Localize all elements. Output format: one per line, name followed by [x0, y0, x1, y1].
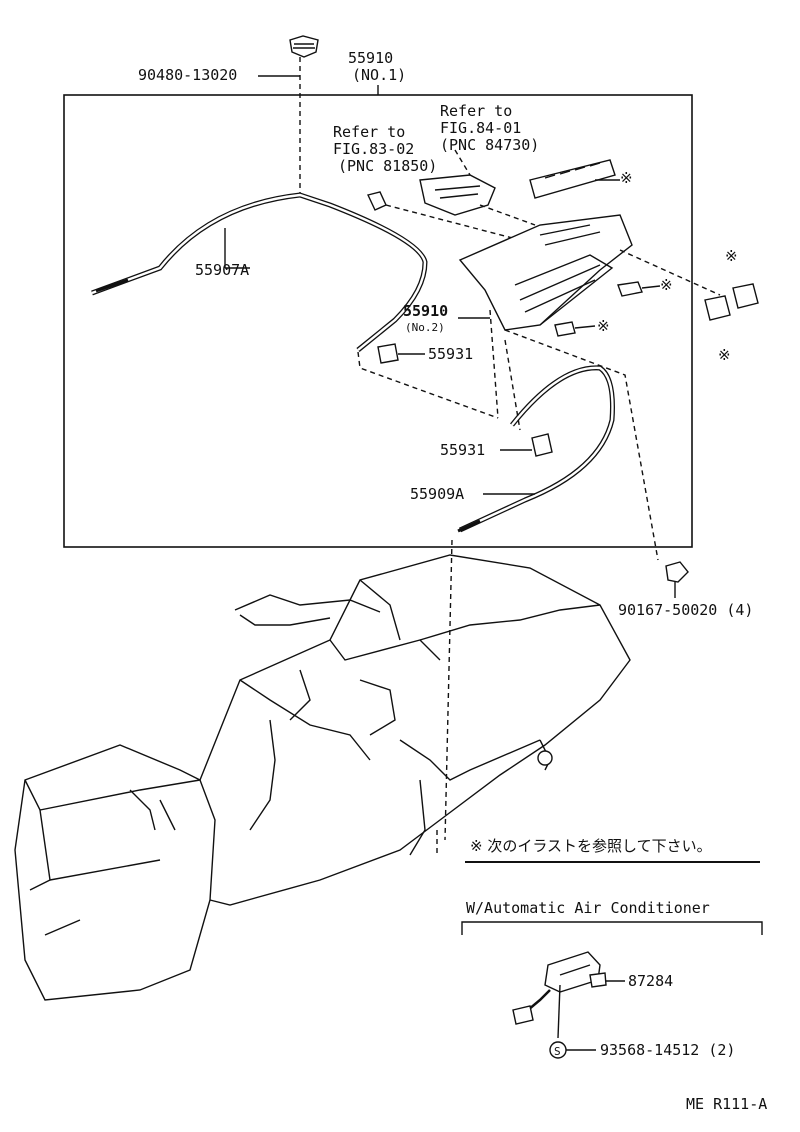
button-b-icon: [732, 283, 759, 309]
mark-4: ※: [725, 247, 738, 265]
auto-ac-title: W/Automatic Air Conditioner: [466, 899, 710, 917]
knob-right-icon: [617, 281, 643, 297]
screw-s-tag: S: [554, 1045, 561, 1058]
ref1-line2: FIG.84-01: [440, 119, 522, 137]
auto-ac-bracket: [461, 921, 763, 935]
label-55910-no1-sub: (NO.1): [352, 66, 407, 84]
label-93568: 93568-14512 (2): [600, 1041, 736, 1059]
ref2-line1: Refer to: [333, 123, 406, 141]
ref1-line3: (PNC 84730): [440, 136, 540, 154]
label-clamp-lower: 55931: [440, 441, 486, 459]
label-screw-right: 90167-50020 (4): [618, 601, 754, 619]
heater-unit-icon: [14, 554, 631, 1001]
label-55910-no1: 55910: [348, 49, 394, 67]
button-a-icon: [704, 295, 731, 321]
label-55910-no2-sub: (No.2): [405, 321, 445, 334]
screw-right-icon: [665, 561, 689, 583]
ref2-line3: (PNC 81850): [338, 157, 438, 175]
mark-2: ※: [660, 276, 673, 294]
cable-55907a: [91, 192, 428, 352]
label-55907a: 55907A: [195, 261, 250, 279]
ref2-line2: FIG.83-02: [333, 140, 415, 158]
label-screw-top: 90480-13020: [138, 66, 238, 84]
mark-3: ※: [597, 317, 610, 335]
label-87284: 87284: [628, 972, 674, 990]
ref-part-b: [367, 191, 387, 211]
knob-bottom-icon: [554, 321, 576, 337]
screw-top-icon: [289, 35, 319, 195]
ref-part-a: [419, 174, 496, 216]
clamp-lower-icon: [531, 433, 553, 457]
label-55909a: 55909A: [410, 485, 465, 503]
mark-5: ※: [718, 346, 731, 364]
ref1-line1: Refer to: [440, 102, 513, 120]
control-assembly-icon: [458, 159, 633, 331]
mark-1: ※: [620, 169, 633, 187]
diagram-code: ME R111-A: [686, 1095, 768, 1113]
clamp-upper-icon: [377, 343, 399, 364]
label-55910-no2: 55910: [403, 302, 449, 320]
sensor-icon: [512, 951, 607, 1025]
label-clamp-upper: 55931: [428, 345, 474, 363]
japanese-note: ※ 次のイラストを参照して下さい。: [470, 837, 712, 855]
